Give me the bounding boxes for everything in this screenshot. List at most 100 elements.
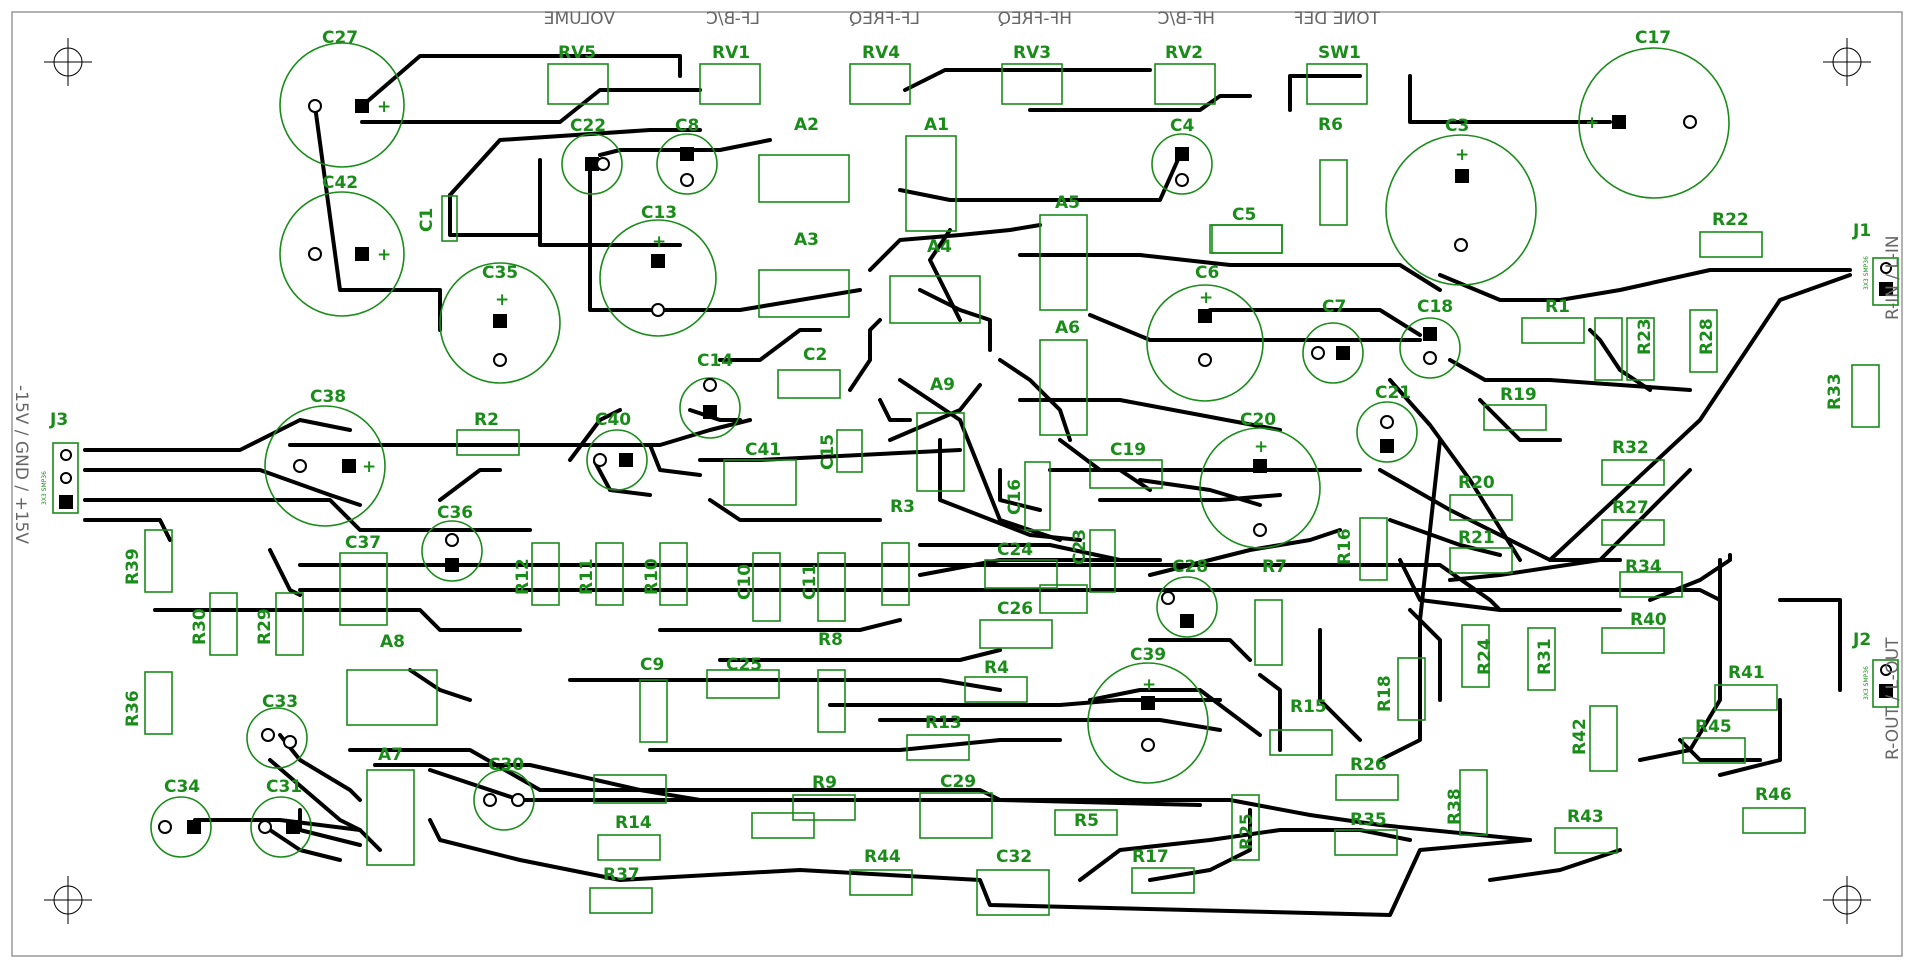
svg-text:+: +	[377, 245, 391, 265]
ref-c26: C26	[997, 599, 1033, 619]
ref-c27: C27	[322, 28, 358, 48]
svg-text:+: +	[1585, 113, 1599, 133]
ref-r25: R25	[1237, 813, 1257, 850]
connector-note-j1: 3X3 SMP36	[1863, 256, 1870, 290]
ref-c25: C25	[726, 655, 762, 675]
ref-r4: R4	[984, 658, 1009, 678]
ref-r41: R41	[1728, 663, 1765, 683]
ref-c29: C29	[940, 772, 976, 792]
ref-a7: A7	[378, 745, 403, 765]
ref-r13: R13	[925, 713, 962, 733]
ref-c40: C40	[595, 410, 631, 430]
ref-r39: R39	[123, 548, 143, 585]
svg-text:+: +	[1455, 145, 1469, 165]
silkscreen-outlines	[52, 42, 1899, 916]
ref-c37: C37	[345, 533, 381, 553]
ref-c32: C32	[996, 847, 1032, 867]
ref-a4: A4	[927, 237, 952, 257]
ref-c21: C21	[1375, 383, 1411, 403]
ref-c9: C9	[640, 655, 664, 675]
ref-r30: R30	[190, 608, 210, 645]
ref-c34: C34	[164, 777, 200, 797]
ref-r43: R43	[1567, 807, 1604, 827]
svg-text:+: +	[362, 457, 376, 477]
ref-rv2: RV2	[1165, 43, 1203, 63]
ref-c35: C35	[482, 263, 518, 283]
ref-r6: R6	[1318, 115, 1343, 135]
ref-r16: R16	[1335, 528, 1355, 565]
ref-r20: R20	[1458, 473, 1495, 493]
ref-c6: C6	[1195, 263, 1219, 283]
ref-r34: R34	[1625, 557, 1662, 577]
ref-rv3: RV3	[1013, 43, 1051, 63]
ref-c5: C5	[1232, 205, 1256, 225]
ref-j1: J1	[1852, 221, 1871, 241]
ref-r33: R33	[1825, 373, 1845, 410]
ref-c3: C3	[1445, 116, 1469, 136]
ref-r44: R44	[864, 847, 901, 867]
ref-r36: R36	[123, 690, 143, 727]
ref-r37: R37	[603, 865, 640, 885]
label-power: -15V / GND / +15V	[11, 385, 31, 544]
ref-c14: C14	[697, 351, 733, 371]
label-hf-freq: HF-FREQ	[998, 9, 1072, 29]
ref-rv4: RV4	[862, 43, 900, 63]
ref-r32: R32	[1612, 438, 1649, 458]
board-outline	[11, 11, 1903, 957]
svg-text:+: +	[495, 290, 509, 310]
ref-r9: R9	[812, 773, 837, 793]
ref-r3: R3	[890, 497, 915, 517]
mounting-marks	[44, 38, 1871, 924]
ref-r38: R38	[1445, 788, 1465, 825]
ref-a1: A1	[924, 115, 949, 135]
ref-c18: C18	[1417, 297, 1453, 317]
ref-c22: C22	[570, 116, 606, 136]
ref-r23: R23	[1635, 318, 1655, 355]
ref-r11: R11	[577, 558, 597, 595]
ref-rv5: RV5	[558, 43, 596, 63]
ref-c19: C19	[1110, 440, 1146, 460]
ref-r29: R29	[255, 608, 275, 645]
ref-r7: R7	[1262, 557, 1287, 577]
label-tone-def: TONE DEF	[1294, 9, 1381, 29]
ref-c20: C20	[1240, 410, 1276, 430]
svg-text:+: +	[1199, 288, 1213, 308]
ref-c4: C4	[1170, 116, 1194, 136]
ref-a2: A2	[794, 115, 819, 135]
ref-r5: R5	[1074, 811, 1099, 831]
ref-r35: R35	[1350, 810, 1387, 830]
ref-r19: R19	[1500, 385, 1537, 405]
label-hf-bc: HF-B/C	[1158, 9, 1215, 29]
svg-text:+: +	[1254, 437, 1268, 457]
ref-a8: A8	[380, 632, 405, 652]
ref-a3: A3	[794, 230, 819, 250]
ref-c11: C11	[800, 564, 820, 600]
ref-a6: A6	[1055, 318, 1080, 338]
ref-r14: R14	[615, 813, 652, 833]
label-volume: VOLUME	[544, 9, 615, 29]
ref-r10: R10	[642, 558, 662, 595]
ref-r27: R27	[1612, 498, 1649, 518]
svg-text:+: +	[1142, 675, 1156, 695]
ref-r1: R1	[1545, 297, 1570, 317]
component-labels: C27 C42 C1 C35 C22 C8 C13 C17 C4 C3 C5 C…	[49, 28, 1871, 885]
label-lf-freq: LF-FREQ	[849, 9, 920, 29]
ref-rv1: RV1	[712, 43, 750, 63]
ref-c28: C28	[1172, 557, 1208, 577]
ref-j3: J3	[49, 410, 68, 430]
ref-c38: C38	[310, 387, 346, 407]
ref-r21: R21	[1458, 528, 1495, 548]
ref-r42: R42	[1570, 718, 1590, 755]
ref-c16: C16	[1005, 479, 1025, 515]
ref-r31: R31	[1535, 638, 1555, 675]
top-labels: VOLUME LF-B/C LF-FREQ HF-FREQ HF-B/C TON…	[544, 9, 1381, 29]
ref-r22: R22	[1712, 210, 1749, 230]
label-input: R-IN / L-IN	[1883, 235, 1903, 320]
ref-sw1: SW1	[1318, 43, 1361, 63]
ref-r24: R24	[1475, 638, 1495, 675]
ref-c39: C39	[1130, 645, 1166, 665]
ref-r40: R40	[1630, 610, 1667, 630]
ref-c10: C10	[735, 564, 755, 600]
ref-r17: R17	[1132, 847, 1169, 867]
